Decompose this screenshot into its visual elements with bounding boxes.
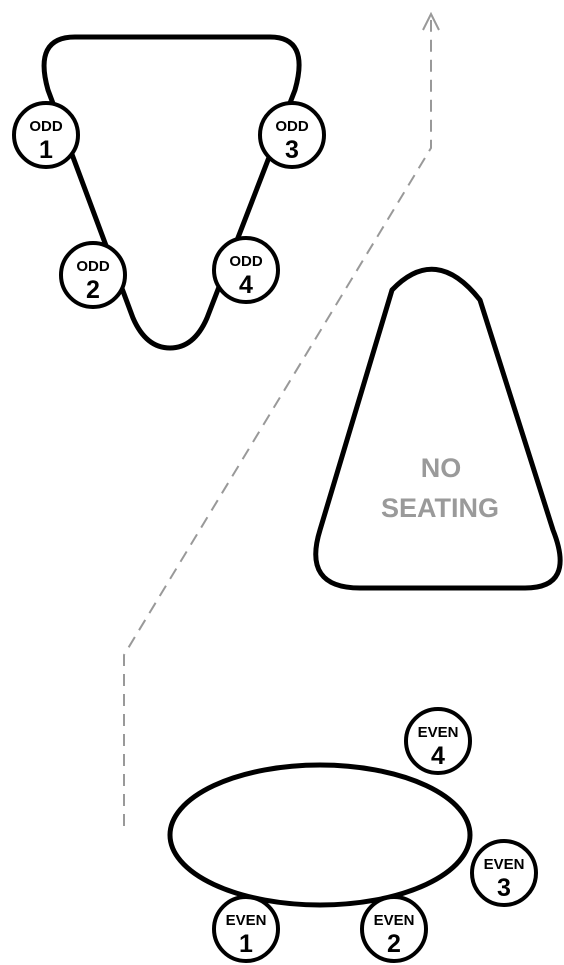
walkway-arrow-icon: [422, 11, 440, 31]
seat-label: EVEN: [374, 912, 415, 929]
seat-even-3[interactable]: EVEN 3: [470, 839, 538, 907]
no-seating-label-line1: NO: [421, 453, 462, 483]
seat-number: 4: [239, 271, 253, 299]
seat-label: ODD: [76, 258, 110, 275]
seat-label: EVEN: [484, 856, 525, 873]
seat-number: 1: [39, 136, 53, 164]
seat-even-2[interactable]: EVEN 2: [360, 895, 428, 963]
seat-label: EVEN: [226, 912, 267, 929]
walkway-path: [123, 11, 440, 826]
seat-label: ODD: [29, 118, 63, 135]
no-seating-label-line2: SEATING: [381, 493, 499, 523]
seat-label: ODD: [275, 118, 309, 135]
seat-odd-2[interactable]: ODD 2: [59, 241, 127, 309]
walkway-dashed-line: [123, 20, 432, 826]
seat-number: 3: [285, 136, 299, 164]
seat-even-1[interactable]: EVEN 1: [212, 895, 280, 963]
seat-label: EVEN: [418, 724, 459, 741]
seat-odd-1[interactable]: ODD 1: [12, 101, 80, 169]
seat-number: 2: [86, 276, 100, 304]
seat-number: 3: [497, 874, 511, 902]
no-seating-table: [313, 266, 563, 591]
seat-even-4[interactable]: EVEN 4: [404, 707, 472, 775]
seat-number: 1: [239, 930, 253, 958]
seat-odd-4[interactable]: ODD 4: [212, 236, 280, 304]
seat-label: ODD: [229, 253, 263, 270]
seat-odd-3[interactable]: ODD 3: [258, 101, 326, 169]
seat-number: 4: [431, 742, 445, 770]
odd-table: [41, 34, 302, 351]
no-seating-area: NO SEATING: [313, 266, 563, 591]
seat-number: 2: [387, 930, 401, 958]
even-table: [167, 762, 473, 908]
